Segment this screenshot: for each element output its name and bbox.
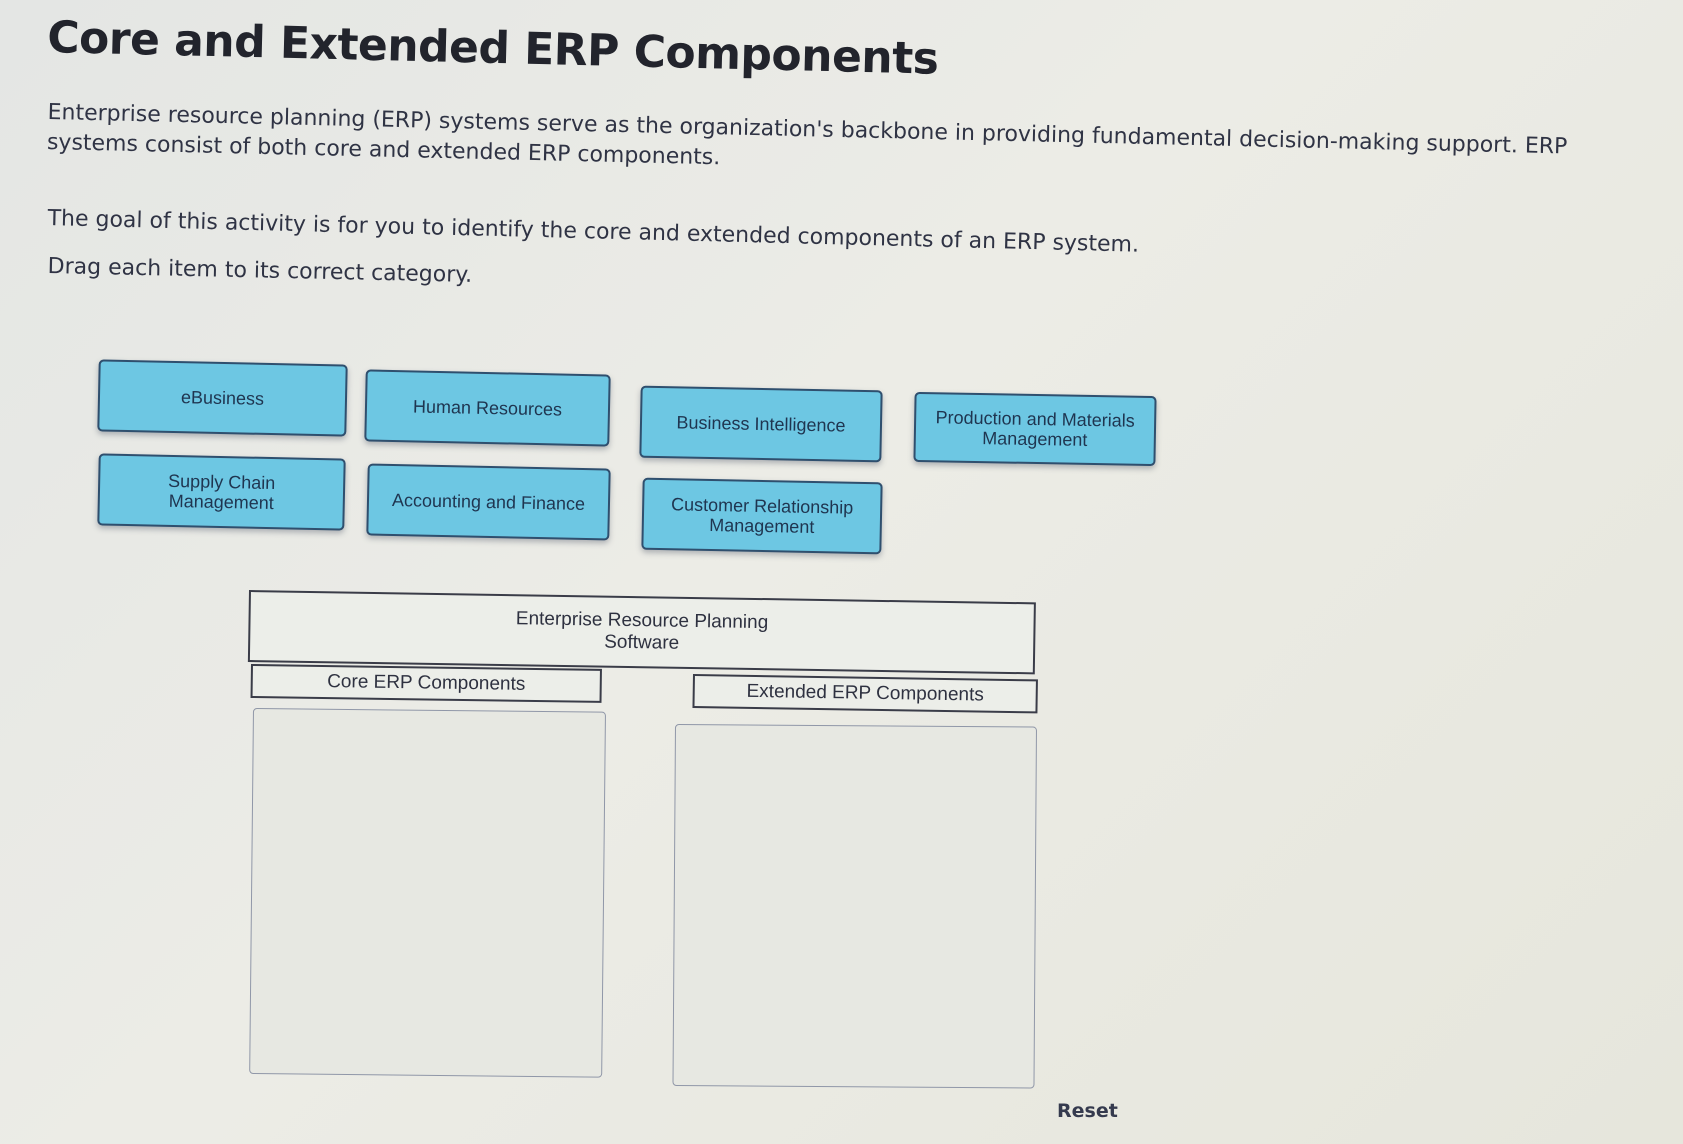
page-title: Core and Extended ERP Components (46, 12, 940, 85)
extended-category-label: Extended ERP Components (746, 680, 985, 706)
instruction-paragraph: Drag each item to its correct category. (47, 253, 473, 288)
erp-software-label-box: Enterprise Resource Planning Software (247, 590, 1036, 675)
drag-item-label: Management (982, 428, 1088, 450)
drag-item-business-intelligence[interactable]: Business Intelligence (639, 385, 883, 463)
drag-item-label: Management (168, 490, 275, 514)
drag-item-customer-relationship[interactable]: Customer Relationship Management (641, 477, 883, 555)
extended-category-header: Extended ERP Components (692, 674, 1038, 714)
drag-item-label: Supply Chain (167, 470, 276, 494)
drag-item-supply-chain[interactable]: Supply Chain Management (97, 453, 346, 531)
extended-drop-zone[interactable] (672, 724, 1037, 1089)
intro-paragraph: Enterprise resource planning (ERP) syste… (46, 99, 1568, 171)
drag-item-human-resources[interactable]: Human Resources (364, 369, 611, 447)
core-drop-zone[interactable] (249, 708, 606, 1078)
drag-item-label: eBusiness (180, 387, 265, 409)
drag-item-production-materials[interactable]: Production and Materials Management (913, 391, 1157, 467)
goal-paragraph: The goal of this activity is for you to … (47, 205, 1140, 258)
erp-root-label: Software (604, 631, 680, 654)
core-category-header: Core ERP Components (250, 664, 602, 703)
drag-item-label: Customer Relationship (670, 494, 854, 518)
drag-item-ebusiness[interactable]: eBusiness (97, 359, 348, 437)
reset-button[interactable]: Reset (1057, 1100, 1118, 1122)
core-category-label: Core ERP Components (327, 671, 526, 695)
drag-item-label: Human Resources (412, 396, 563, 420)
drag-item-label: Business Intelligence (676, 412, 846, 436)
drag-item-label: Management (709, 514, 815, 538)
drag-item-accounting-finance[interactable]: Accounting and Finance (366, 463, 611, 541)
drag-item-label: Production and Materials (935, 407, 1135, 431)
drag-item-label: Accounting and Finance (391, 489, 586, 515)
erp-root-label: Enterprise Resource Planning (515, 608, 769, 634)
